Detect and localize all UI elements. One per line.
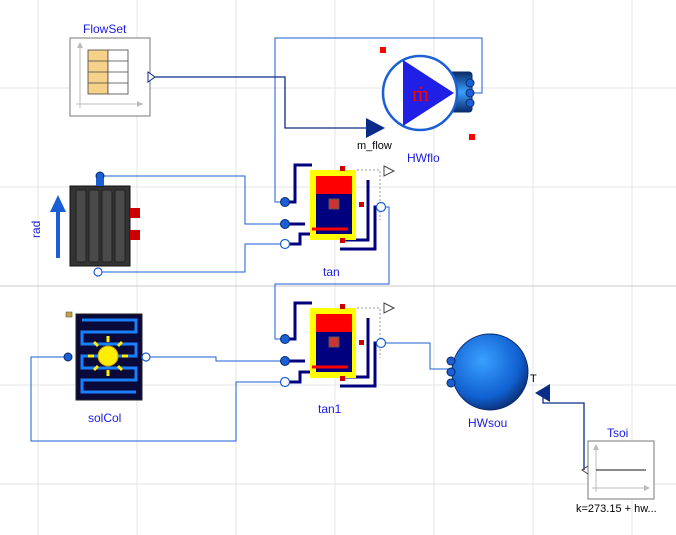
rad-port-bottom xyxy=(93,267,103,277)
flowset-output-port xyxy=(147,71,156,83)
wire-tan-tan1 xyxy=(274,206,390,340)
signal-tsoi-hwsou xyxy=(542,393,585,470)
solcol-port-out xyxy=(141,352,151,362)
tan-label: tan xyxy=(323,265,340,279)
flowset-label: FlowSet xyxy=(83,22,127,36)
tank-tan[interactable] xyxy=(279,163,396,251)
pump-hwflo[interactable]: ṁ xyxy=(366,47,475,140)
hwsou-T-label: T xyxy=(530,373,537,385)
tan1-label: tan1 xyxy=(318,402,342,416)
tank-tan1[interactable] xyxy=(279,301,396,388)
wire-tan1-solcol xyxy=(30,356,285,442)
solcol-port-in xyxy=(63,352,73,362)
boundary-hwsou[interactable] xyxy=(446,333,550,411)
rad-arrow-icon xyxy=(50,195,66,258)
tsoi-label: Tsoi xyxy=(607,426,628,440)
hwflo-label: HWflo xyxy=(407,151,440,165)
rad-label: rad xyxy=(29,221,43,238)
constant-tsoi[interactable] xyxy=(581,440,655,500)
tsoi-expression: k=273.15 + hw... xyxy=(576,503,657,515)
solcol-label: solCol xyxy=(88,411,121,425)
radiator-rad[interactable] xyxy=(69,171,140,277)
hwsou-T-input-port xyxy=(535,384,550,402)
wire-rad-tan-bottom xyxy=(98,243,285,273)
mflow-label: m_flow xyxy=(357,140,392,152)
pump-symbol: ṁ xyxy=(412,81,429,106)
wire-hwflo-tan xyxy=(274,37,483,203)
signal-flowset-mflow xyxy=(155,76,368,129)
flowset-block[interactable] xyxy=(69,37,156,117)
hwsou-label: HWsou xyxy=(468,416,507,430)
wire-tan1-hwsou xyxy=(381,342,450,370)
solar-collector-solcol[interactable] xyxy=(63,311,151,401)
wire-solcol-tan1 xyxy=(146,356,285,362)
connections xyxy=(30,37,585,470)
mflow-input-port xyxy=(366,118,385,138)
